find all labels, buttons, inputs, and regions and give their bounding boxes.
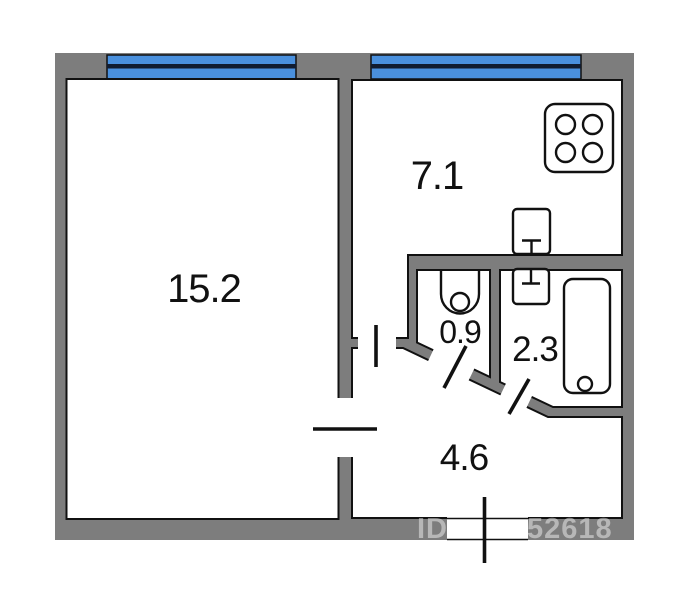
burner-icon (581, 141, 604, 164)
room-label-kitchen: 7.1 (411, 154, 464, 198)
outer-wall-right (622, 53, 634, 540)
room-label-living-room: 15.2 (167, 267, 241, 311)
room-living-room (65, 78, 340, 520)
toilet-door-opening (427, 348, 475, 382)
room-hallway (351, 347, 623, 519)
room-label-hallway: 4.6 (440, 437, 488, 478)
bathroom-door-opening (499, 382, 533, 409)
interior-wall-sanitary-top (409, 255, 622, 270)
stove-icon (543, 102, 615, 174)
toilet-door-leaf (442, 345, 468, 389)
room-label-bathroom: 2.3 (512, 330, 558, 369)
interior-wall-toilet-left (408, 255, 417, 345)
kitchen-window (370, 54, 582, 80)
toilet-icon (439, 270, 481, 315)
burner-icon (554, 113, 577, 136)
bathroom-door-leaf (507, 378, 531, 415)
interior-wall-toilet-bath-divider (490, 268, 500, 386)
entrance-door-opening (447, 516, 528, 541)
living-room-window (106, 54, 297, 80)
room-label-toilet: 0.9 (439, 314, 481, 350)
watermark-prefix: ID (417, 513, 448, 545)
outer-wall-left (55, 53, 67, 540)
watermark-number: 52618 (527, 513, 613, 545)
kitchen-sink-icon (511, 207, 552, 256)
burner-icon (581, 113, 604, 136)
window-sash-line (107, 64, 296, 69)
drain-icon (576, 375, 594, 393)
burner-icon (554, 141, 577, 164)
flush-icon (449, 291, 471, 313)
bathroom-sink-icon (511, 267, 551, 306)
bathtub-icon (562, 277, 612, 395)
window-sash-line (371, 64, 581, 69)
